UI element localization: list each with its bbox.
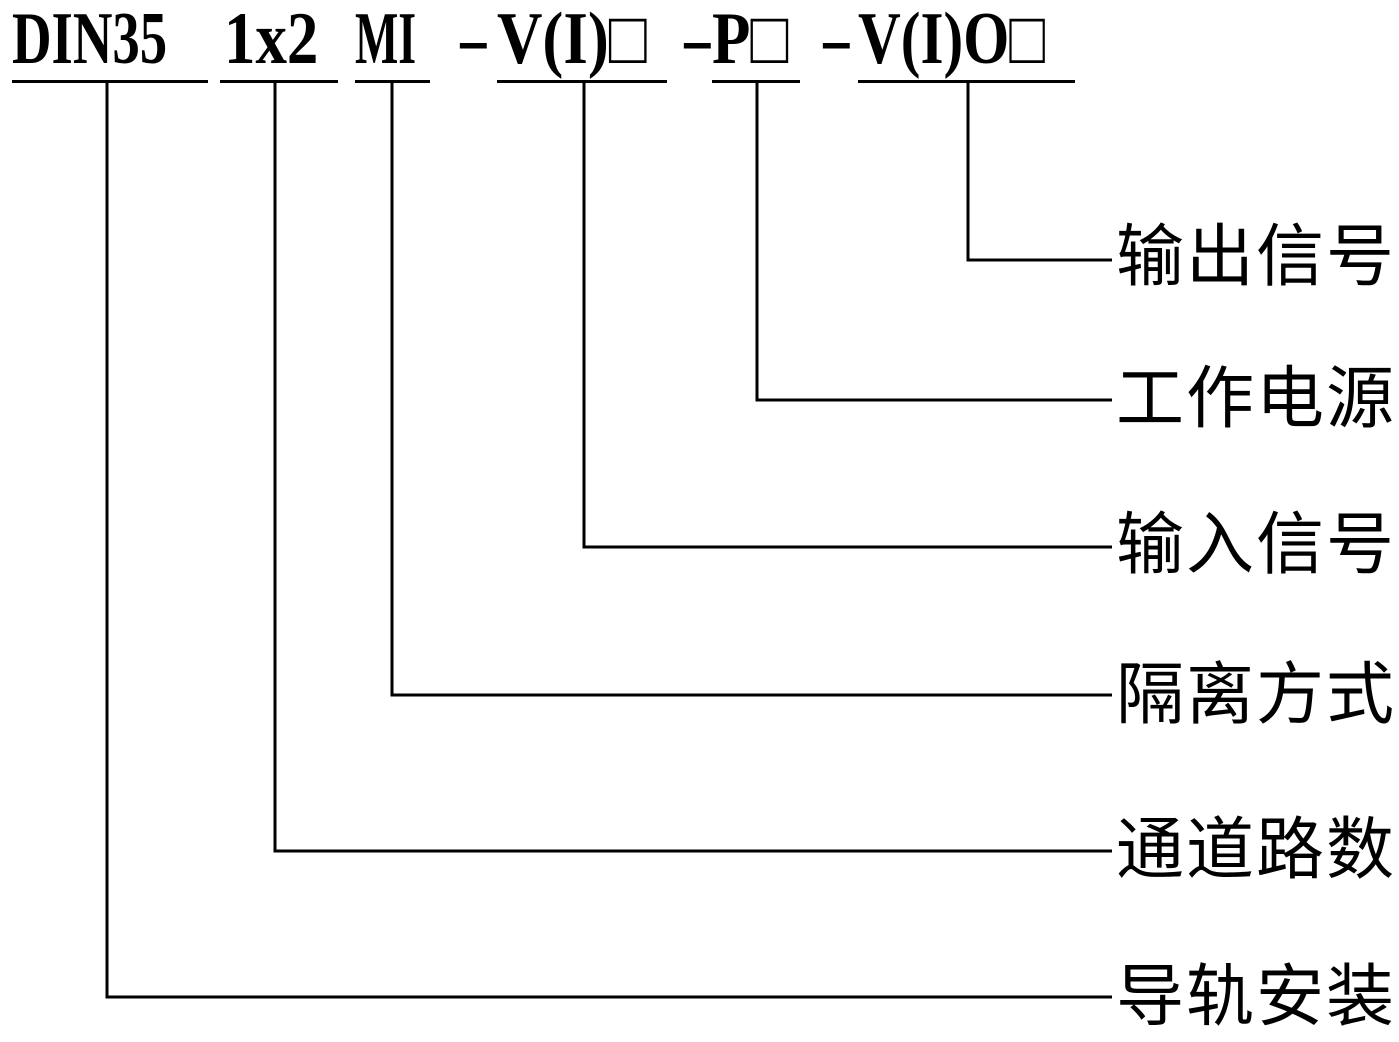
leader-isolation (390, 82, 1112, 697)
code-dash: - (679, 0, 715, 80)
code-segment-isolation: MI (355, 2, 430, 83)
label-input-signal: 输入信号 (1116, 506, 1397, 585)
label-channel-count: 通道路数 (1116, 811, 1397, 890)
code-segment-channels: 1x2 (220, 2, 338, 83)
code-segment-input: V(I)□ (497, 2, 667, 83)
code-dash: - (455, 0, 491, 80)
code-segment-din35: DIN35 (12, 2, 208, 83)
label-power-supply: 工作电源 (1116, 360, 1397, 439)
label-isolation-mode: 隔离方式 (1116, 656, 1397, 735)
leader-rail (105, 82, 1112, 999)
leader-channels (273, 82, 1112, 853)
leader-output (966, 82, 1112, 262)
code-segment-power: P□ (712, 2, 800, 83)
code-segment-output: V(I)O□ (858, 2, 1075, 83)
leader-input (582, 82, 1112, 549)
label-rail-mount: 导轨安装 (1116, 958, 1397, 1037)
code-dash: - (818, 0, 854, 80)
leader-power (755, 82, 1112, 402)
label-output-signal: 输出信号 (1116, 218, 1397, 297)
